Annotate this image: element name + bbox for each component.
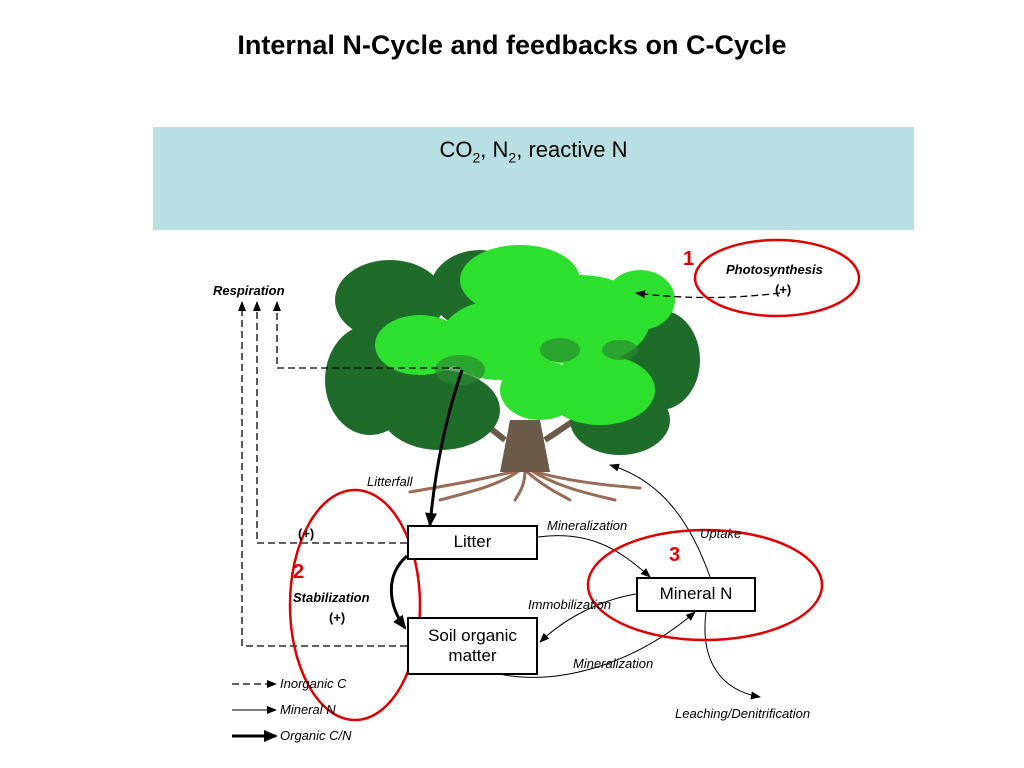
respiration-arrows [238,301,460,647]
mineral-n-label: Mineral N [659,584,733,604]
stabilization-arrow [389,554,409,630]
stabilization-label: Stabilization [293,590,370,605]
soil-organic-matter-box: Soil organic matter [407,617,538,675]
legend-lines [232,680,278,742]
feedback-number-3: 3 [669,544,681,566]
feedback-ellipse-stabilization [288,488,422,722]
mineral-n-arrows [489,463,761,700]
feedback-number-1: 1 [683,248,695,270]
mineral-n-box: Mineral N [636,577,756,612]
leaching-label: Leaching/Denitrification [675,706,811,721]
immobilization-label: Immobilization [528,597,612,612]
stabilization-sign-top: (+) [298,526,315,541]
tree-icon [325,245,700,502]
mineralization-bottom-label: Mineralization [573,656,654,671]
atmosphere-label: CO2, N2, reactive N [439,137,628,166]
uptake-label: Uptake [700,526,742,541]
photosynthesis-label: Photosynthesis [726,262,823,277]
feedback-number-2: 2 [293,561,305,583]
litter-box: Litter [407,525,538,560]
litterfall-label: Litterfall [367,474,413,489]
legend-label-inorganic-c: Inorganic C [280,676,347,691]
respiration-label: Respiration [213,283,285,298]
soil-label-line1: Soil organic [428,625,517,645]
mineralization-top-label: Mineralization [547,518,628,533]
feedback-ellipses [288,238,861,722]
legend-label-mineral-n: Mineral N [280,702,336,717]
litterfall-arrow [425,369,464,527]
legend-label-organic-cn: Organic C/N [280,728,352,743]
stabilization-sign: (+) [329,610,346,625]
photosynthesis-sign: (+) [775,282,792,297]
tree-trunk [500,420,550,472]
page-title: Internal N-Cycle and feedbacks on C-Cycl… [237,30,787,60]
litter-label: Litter [453,532,492,552]
photosynthesis-arrow [635,290,781,299]
atmosphere-band: CO2, N2, reactive N [153,127,914,230]
feedback-ellipse-photosynthesis [693,238,861,318]
tree-roots [408,468,642,502]
soil-label-line2: matter [448,646,497,665]
feedback-ellipse-mineral-n [586,528,824,642]
